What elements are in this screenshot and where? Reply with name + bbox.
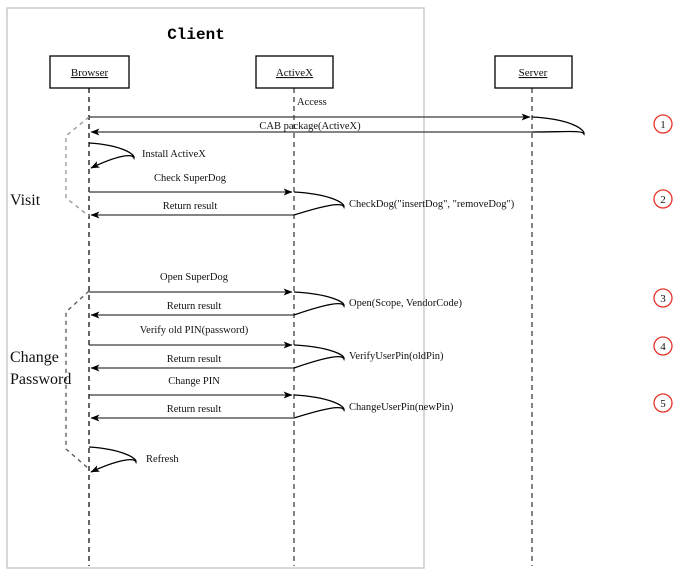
- message-label-change-pin: Change PIN: [168, 376, 220, 387]
- actor-activex[interactable]: ActiveX: [255, 55, 334, 89]
- message-label-access: Access: [297, 97, 327, 108]
- phase-label-change-password-line2: Password: [10, 371, 71, 388]
- message-label-return-result-4: Return result: [167, 404, 222, 415]
- message-label-cab-package: CAB package(ActiveX): [259, 121, 361, 132]
- message-arc-install-activex: [88, 142, 135, 169]
- step-marker-5: 5: [653, 393, 673, 413]
- actor-server[interactable]: Server: [494, 55, 573, 89]
- message-label-check-superdog: Check SuperDog: [154, 173, 227, 184]
- api-arc-server: [531, 116, 585, 136]
- api-label-verifyuserpin: VerifyUserPin(oldPin): [349, 351, 444, 362]
- phase-bracket-change-password: [65, 290, 90, 470]
- step-marker-1-number: 1: [660, 119, 666, 131]
- step-marker-1: 1: [653, 114, 673, 134]
- api-arc-checkdog: [293, 191, 345, 216]
- message-label-return-result-1: Return result: [163, 201, 218, 212]
- step-marker-2-number: 2: [660, 194, 666, 206]
- message-label-open-superdog: Open SuperDog: [160, 272, 229, 283]
- step-marker-3-number: 3: [660, 293, 666, 305]
- step-marker-4: 4: [653, 336, 673, 356]
- api-label-checkdog: CheckDog("insertDog", "removeDog"): [349, 199, 515, 210]
- client-frame: [6, 7, 425, 569]
- message-label-return-result-3: Return result: [167, 354, 222, 365]
- api-label-changeuserpin: ChangeUserPin(newPin): [349, 402, 454, 413]
- step-marker-3: 3: [653, 288, 673, 308]
- actor-browser[interactable]: Browser: [49, 55, 130, 89]
- message-label-install-activex: Install ActiveX: [142, 149, 206, 160]
- step-marker-5-number: 5: [660, 398, 666, 410]
- step-marker-2: 2: [653, 189, 673, 209]
- actor-activex-label: ActiveX: [276, 67, 313, 79]
- api-arc-verifyuserpin: [293, 344, 345, 369]
- api-arc-open: [293, 291, 345, 316]
- message-label-refresh: Refresh: [146, 454, 179, 465]
- phase-bracket-visit: [65, 116, 90, 217]
- step-marker-4-number: 4: [660, 341, 666, 353]
- actor-browser-label: Browser: [71, 67, 109, 79]
- message-label-verify-old-pin: Verify old PIN(password): [140, 325, 249, 336]
- phase-label-visit: Visit: [10, 192, 41, 209]
- actor-server-label: Server: [519, 67, 548, 79]
- api-arc-changeuserpin: [293, 394, 345, 419]
- api-label-open: Open(Scope, VendorCode): [349, 298, 462, 309]
- client-frame-title: Client: [167, 26, 225, 44]
- phase-label-change-password-line1: Change: [10, 349, 59, 366]
- message-arc-refresh: [88, 446, 137, 473]
- message-label-return-result-2: Return result: [167, 301, 222, 312]
